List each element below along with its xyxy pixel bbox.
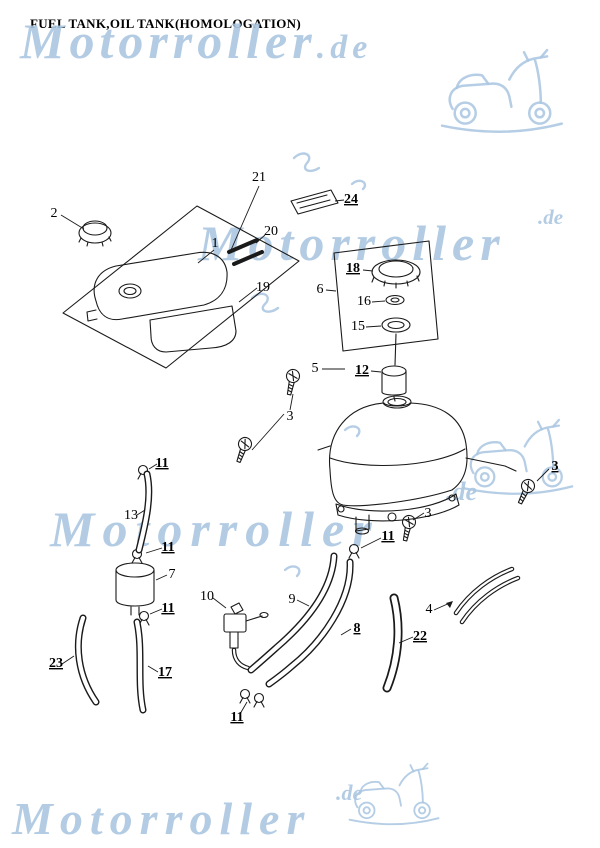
canister-drawing — [115, 562, 155, 616]
callout-labels: 2 21 24 1 20 19 18 6 16 15 5 12 3 3 3 11… — [49, 170, 559, 725]
callout-11: 11 — [155, 456, 168, 471]
callout-19: 19 — [256, 280, 270, 295]
watermark-wordmark: Motorroller — [49, 501, 380, 557]
arrowhead — [446, 601, 453, 608]
callout-18: 18 — [346, 261, 360, 276]
callout-15: 15 — [351, 319, 365, 334]
callout-24: 24 — [344, 192, 358, 207]
callout-12: 12 — [355, 363, 369, 378]
trim-strip-drawing — [453, 566, 521, 625]
callout-11: 11 — [161, 540, 174, 555]
oil-tank-drawing — [86, 251, 237, 353]
watermark-layer: Motorroller.de Motorroller .de Motorroll… — [11, 13, 574, 844]
cap-ring-drawing — [385, 294, 405, 306]
watermark-tld: .de — [538, 205, 563, 229]
callout-3: 3 — [287, 409, 294, 424]
trim-bars-drawing — [227, 238, 264, 266]
diagram-line-art — [62, 189, 538, 714]
cap-assembly-box — [333, 240, 439, 352]
hose-22-drawing — [382, 593, 403, 693]
callout-4: 4 — [426, 602, 433, 617]
callout-7: 7 — [169, 567, 176, 582]
callout-11: 11 — [381, 529, 394, 544]
callout-11: 11 — [230, 710, 243, 725]
callout-17: 17 — [158, 665, 172, 680]
watermark-wordmark: Motorroller — [11, 793, 311, 844]
oil-cap-drawing — [78, 220, 112, 247]
page-title: FUEL TANK,OIL TANK(HOMOLOGATION) — [30, 16, 301, 31]
hose-17-drawing — [133, 618, 147, 714]
petcock-drawing — [223, 602, 269, 671]
scooter-logo-icon — [440, 48, 564, 134]
hose-13-drawing — [135, 470, 153, 554]
callout-8: 8 — [354, 621, 361, 636]
hose-9-drawing — [247, 552, 338, 674]
watermark-tld: .de — [446, 477, 477, 506]
scooter-logo-icon — [348, 762, 440, 826]
callout-5: 5 — [312, 361, 319, 376]
fuel-cap-drawing — [371, 259, 421, 289]
watermark-wordmark: Motorroller.de — [19, 13, 372, 69]
callout-23: 23 — [49, 656, 63, 671]
label-sticker-drawing — [290, 189, 339, 215]
leader-lines — [60, 185, 550, 715]
callout-10: 10 — [200, 589, 214, 604]
callout-11: 11 — [161, 601, 174, 616]
scribble-marks — [250, 152, 367, 578]
filler-tube-drawing — [381, 333, 407, 402]
gasket-drawing — [381, 317, 411, 333]
callout-21: 21 — [252, 170, 266, 185]
fuel-tank-drawing — [317, 395, 517, 535]
callout-1: 1 — [212, 236, 219, 251]
callout-3: 3 — [552, 459, 559, 474]
oil-tank-assembly-box — [62, 205, 300, 369]
scooter-logo-icon — [462, 418, 574, 495]
callout-16: 16 — [357, 294, 371, 309]
callout-22: 22 — [413, 629, 427, 644]
hose-8-drawing — [265, 558, 354, 688]
callout-3: 3 — [425, 506, 432, 521]
callout-13: 13 — [124, 508, 138, 523]
callout-6: 6 — [317, 282, 324, 297]
hose-23-drawing — [74, 614, 100, 706]
callout-9: 9 — [289, 592, 296, 607]
callout-2: 2 — [51, 206, 58, 221]
callout-20: 20 — [264, 224, 278, 239]
